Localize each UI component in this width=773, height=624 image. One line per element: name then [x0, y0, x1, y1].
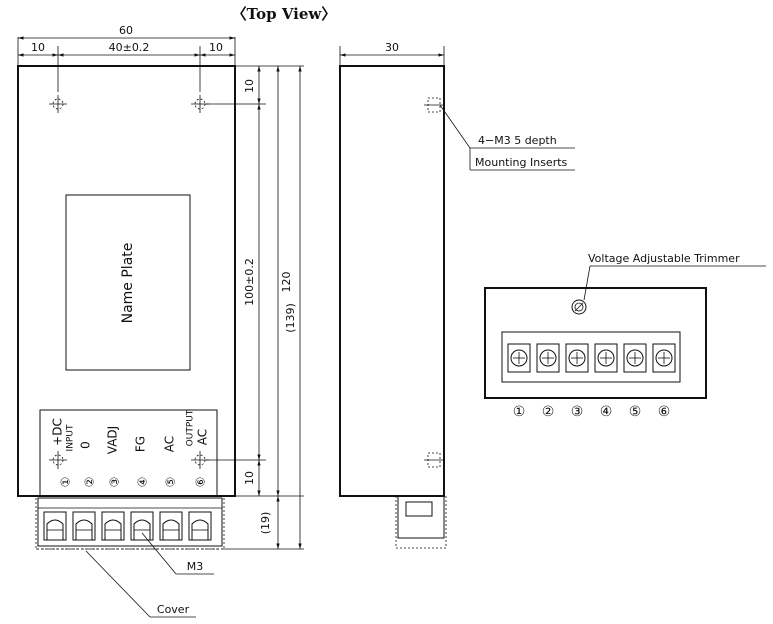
end-terminal-block [501, 331, 681, 383]
dim-terminal-height-label: (19) [259, 512, 272, 535]
terminal-block [37, 497, 223, 547]
end-terminal-number: ③ [571, 404, 584, 420]
cover-label: Cover [157, 603, 190, 616]
dim-overall-height-label: (139) [284, 303, 297, 333]
terminal-number: ③ [108, 477, 122, 488]
dim-vertical-pitch-label: 100±0.2 [243, 258, 256, 306]
end-terminal-screws [507, 343, 676, 373]
terminal-side-profile [397, 496, 445, 539]
trimmer-icon [571, 299, 587, 315]
terminal-label: FG [134, 436, 148, 452]
terminal-label: 0 [79, 441, 93, 449]
insert-bottom [424, 452, 444, 468]
insert-name-label: Mounting Inserts [475, 156, 568, 169]
dim-width-label: 60 [119, 24, 133, 37]
end-terminal-number: ① [513, 404, 526, 420]
insert-top [424, 97, 444, 113]
terminal-labels: ① +DC INPUT ② 0 ③ VADJ ④ FG ⑤ AC ⑥ OUTPU… [51, 409, 210, 487]
screw-label: M3 [187, 560, 204, 573]
name-plate-label: Name Plate [120, 243, 136, 324]
mounting-hole-bottom-left [49, 451, 67, 469]
end-terminal-number: ⑤ [629, 404, 642, 420]
terminal-label: AC [196, 429, 210, 445]
terminal-number: ② [83, 477, 97, 488]
end-view-outline [484, 287, 707, 399]
dim-body-height-label: 120 [280, 272, 293, 293]
trimmer-label: Voltage Adjustable Trimmer [588, 252, 740, 265]
terminal-number: ⑥ [194, 477, 208, 488]
mounting-hole-top-left [49, 95, 67, 113]
name-plate [65, 194, 191, 371]
cover-outline [35, 498, 225, 550]
end-terminal-number: ⑥ [658, 404, 671, 420]
terminal-label: AC [163, 436, 177, 452]
dim-side-depth-label: 30 [385, 41, 399, 54]
terminal-label-panel [39, 409, 218, 497]
end-terminal-number: ② [542, 404, 555, 420]
dim-bottom-offset-label: 10 [243, 471, 256, 485]
dim-left-margin-label: 10 [31, 41, 45, 54]
terminal-number: ⑤ [164, 477, 178, 488]
side-view: 30 4−M3 5 depth Mounting Inserts [339, 41, 575, 549]
dim-right-margin-label: 10 [209, 41, 223, 54]
view-title: 〈Top View〉 [232, 5, 337, 23]
terminal-group: INPUT [66, 424, 76, 451]
terminal-label: VADJ [106, 426, 120, 454]
terminal-label: +DC [51, 418, 65, 446]
dim-top-offset-label: 10 [243, 79, 256, 93]
terminal-number: ① [59, 477, 73, 488]
terminal-end-view: Voltage Adjustable Trimmer ① ② ③ ④ ⑤ ⑥ [484, 252, 766, 420]
insert-spec-label: 4−M3 5 depth [478, 134, 557, 147]
terminal-group: OUTPUT [186, 409, 196, 446]
terminal-screws [43, 511, 212, 541]
dim-hole-pitch-label: 40±0.2 [109, 41, 150, 54]
side-body-outline [339, 65, 445, 497]
end-terminal-number: ④ [600, 404, 613, 420]
top-view: 60 10 40±0.2 10 N [17, 24, 304, 618]
terminal-number: ④ [136, 477, 150, 488]
